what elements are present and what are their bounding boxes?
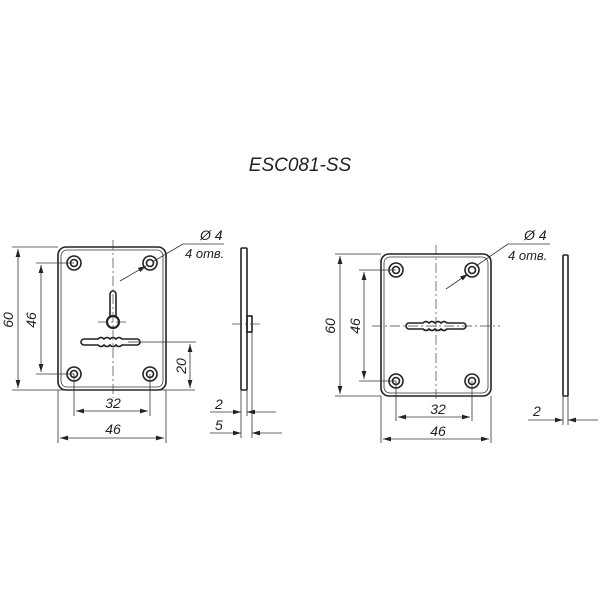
dim-total-thickness: 5 — [215, 417, 223, 433]
hole-diameter-note: Ø 4 — [523, 227, 547, 243]
dim-height: 60 — [0, 312, 16, 328]
hole-count-note: 4 отв. — [508, 248, 547, 263]
key-slot — [405, 320, 467, 332]
hole-diameter-note: Ø 4 — [199, 227, 223, 243]
dim-hole-spacing-horizontal: 32 — [430, 401, 446, 417]
dim-hole-spacing-vertical: 46 — [347, 318, 363, 334]
mounting-holes — [66, 255, 158, 382]
right-side-view: 2 — [528, 254, 598, 425]
key-slot — [80, 336, 141, 348]
dim-plate-thickness: 2 — [532, 403, 541, 419]
dim-height: 60 — [322, 318, 338, 334]
dim-plate-thickness: 2 — [214, 396, 223, 412]
dim-hole-spacing-vertical: 46 — [23, 312, 39, 328]
right-front-view: 60 46 32 46 Ø 4 4 отв. — [322, 227, 550, 443]
hole-count-note: 4 отв. — [185, 246, 224, 261]
left-front-view: 60 46 20 32 46 Ø 4 4 отв. — [0, 227, 224, 443]
dim-slot-offset: 20 — [173, 358, 189, 375]
dim-hole-spacing-horizontal: 32 — [105, 395, 121, 411]
dim-width: 46 — [105, 421, 121, 437]
left-side-view: 2 5 — [210, 247, 282, 438]
drawing-title: ESC081-SS — [249, 155, 352, 176]
dim-width: 46 — [430, 423, 446, 439]
keyhole-slot — [109, 290, 117, 318]
